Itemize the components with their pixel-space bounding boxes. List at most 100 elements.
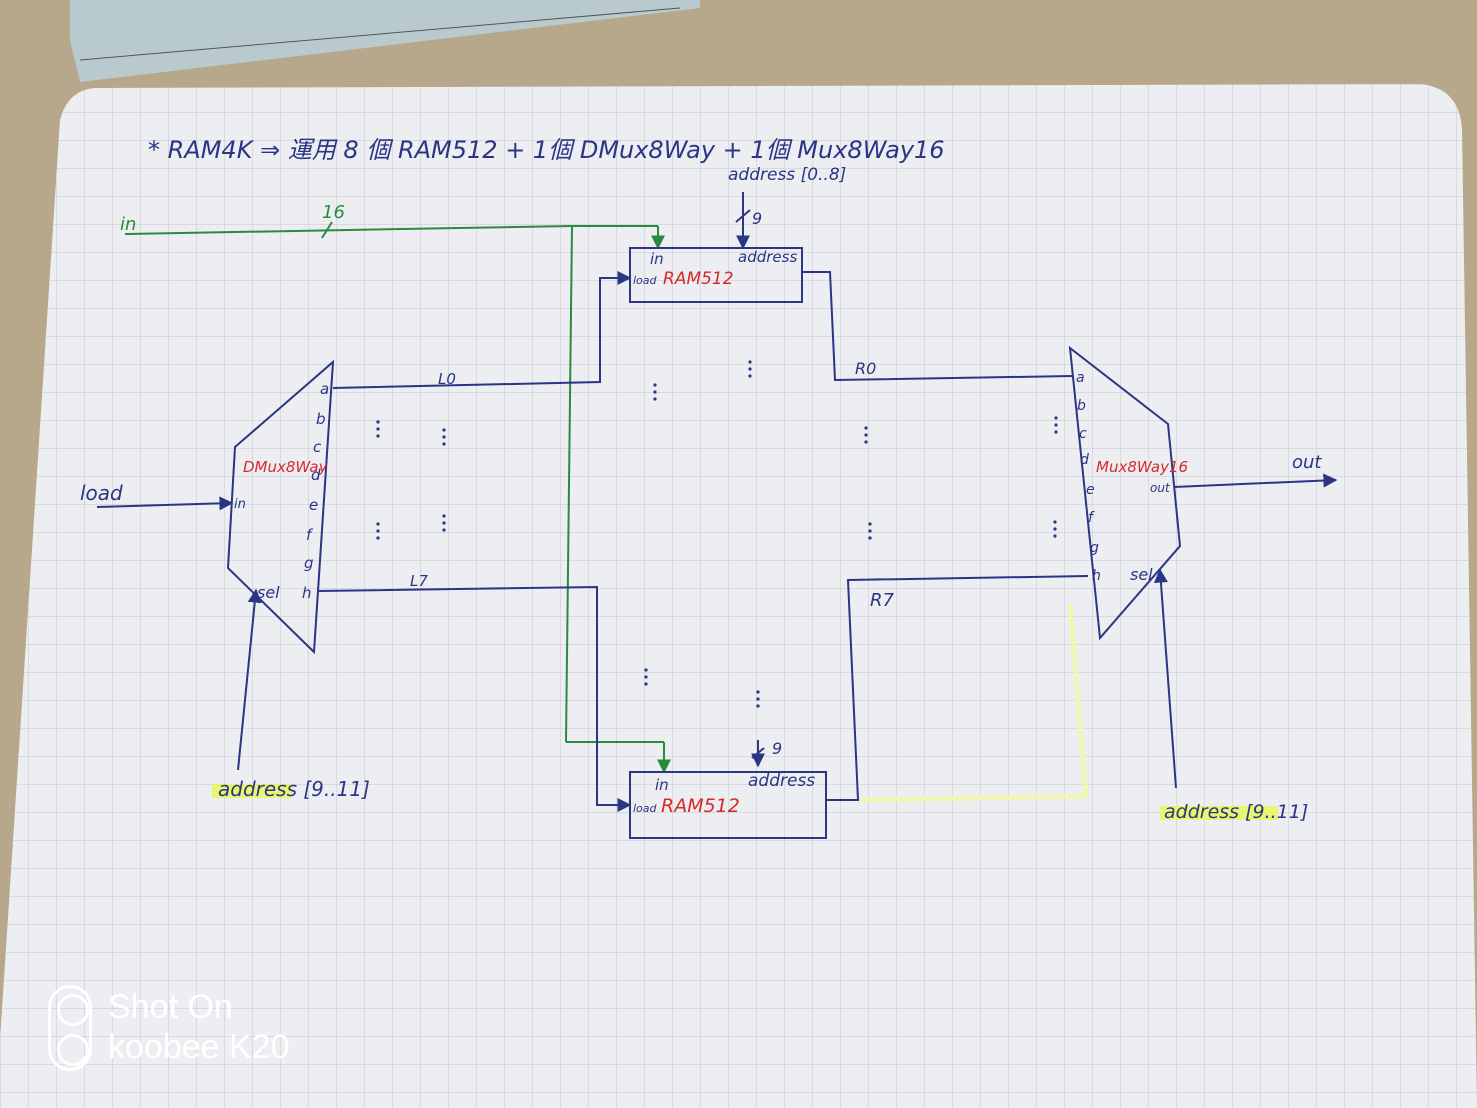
- camera-watermark: Shot On koobee K20: [48, 985, 328, 1075]
- in-label: in: [120, 214, 136, 235]
- ellipsis-dot: [864, 426, 868, 430]
- mux-out: out: [1150, 481, 1171, 495]
- wires-left: L0 L7: [317, 271, 632, 812]
- dmux-name: DMux8Way: [243, 458, 329, 476]
- out-output: out: [1173, 452, 1338, 488]
- ellipsis-dot: [653, 390, 657, 394]
- ellipsis-dot: [376, 427, 380, 431]
- ellipsis-dot: [756, 697, 760, 701]
- ram512-top: in address load RAM512: [629, 247, 803, 303]
- address-sel-left-label: address [9..11]: [218, 777, 370, 801]
- address-sel-right: address [9..11]: [1153, 568, 1308, 823]
- ram-bottom-in: in: [655, 776, 669, 794]
- ellipsis-dot: [442, 521, 446, 525]
- dmux-port-e: e: [309, 496, 318, 514]
- ellipsis-dot: [376, 529, 380, 533]
- mux-port-e: e: [1086, 482, 1095, 498]
- dmux-port-g: g: [304, 554, 314, 572]
- ellipsis-dot: [1053, 534, 1057, 538]
- mux-sel: sel: [1130, 565, 1153, 584]
- ellipsis-dot: [376, 420, 380, 424]
- in-bus: in 16: [120, 202, 671, 774]
- ram-top-address: address: [738, 248, 797, 266]
- ellipsis-dot: [868, 529, 872, 533]
- ellipsis-dot: [756, 690, 760, 694]
- address-sel-left: address [9..11]: [212, 588, 370, 801]
- ellipsis-dot: [653, 383, 657, 387]
- ram-bottom-address: address: [748, 771, 815, 791]
- ellipsis-dot: [1053, 520, 1057, 524]
- ram-bottom-name: RAM512: [661, 795, 740, 817]
- ellipsis-dot: [376, 536, 380, 540]
- dmux-in: in: [234, 497, 246, 512]
- bus-width-label: 16: [322, 202, 345, 223]
- ellipsis-dot: [868, 536, 872, 540]
- dmux-port-c: c: [313, 438, 322, 456]
- dmux-port-b: b: [316, 410, 326, 428]
- ellipsis-dot: [442, 528, 446, 532]
- ellipsis-dot: [442, 435, 446, 439]
- mux-port-c: c: [1079, 426, 1087, 442]
- dmux-port-f: f: [306, 526, 314, 544]
- dmux-sel: sel: [257, 583, 280, 602]
- mux-port-f: f: [1088, 510, 1095, 526]
- address-width-label-bottom: 9: [772, 739, 782, 758]
- ellipsis-dot: [748, 367, 752, 371]
- wire-r7-label: R7: [870, 590, 895, 611]
- ellipsis-dot: [748, 374, 752, 378]
- mux-port-d: d: [1080, 452, 1089, 468]
- address-width-label-top: 9: [752, 209, 762, 228]
- ram-bottom-load: load: [633, 802, 658, 815]
- ellipsis-dot: [864, 440, 868, 444]
- load-label: load: [80, 481, 123, 505]
- ellipsis-dot: [376, 434, 380, 438]
- ram512-bottom: in address load RAM512 9: [629, 739, 827, 839]
- ellipsis-dot: [442, 428, 446, 432]
- ellipsis-dot: [376, 522, 380, 526]
- wire-l7-label: L7: [410, 572, 428, 590]
- mux8way16: Mux8Way16 out sel a b c d e f g h: [1068, 345, 1188, 641]
- mux-name: Mux8Way16: [1096, 458, 1188, 476]
- wires-right: R0 R7: [802, 271, 1089, 803]
- ellipsis-dot: [1054, 430, 1058, 434]
- ellipsis-dot: [653, 397, 657, 401]
- ellipsis-dot: [442, 442, 446, 446]
- ellipsis-dot: [748, 360, 752, 364]
- dmux-port-a: a: [320, 380, 329, 398]
- ellipsis-dot: [644, 682, 648, 686]
- ram-top-load: load: [633, 274, 658, 287]
- ellipsis-dot: [864, 433, 868, 437]
- address-top: address [0..8] 9: [728, 165, 846, 250]
- mux-port-b: b: [1077, 398, 1086, 414]
- ellipsis-dot: [1053, 527, 1057, 531]
- dmux8way-body: [226, 359, 335, 655]
- ruler: [70, 0, 700, 82]
- dmux-port-h: h: [302, 584, 312, 602]
- dmux-port-d: d: [311, 466, 321, 484]
- ellipsis-dot: [1054, 416, 1058, 420]
- ellipsis-dot: [644, 668, 648, 672]
- camera-aperture-icon: [48, 985, 92, 1071]
- load-input: load: [80, 481, 234, 511]
- ellipsis-dot: [868, 522, 872, 526]
- ellipsis-dot: [442, 514, 446, 518]
- watermark-line2: koobee K20: [108, 1028, 290, 1066]
- ellipsis-dot: [756, 704, 760, 708]
- dmux8way: DMux8Way in sel a b c d e f g h: [226, 359, 335, 655]
- watermark-line1: Shot On: [108, 988, 233, 1026]
- ellipsis-dot: [644, 675, 648, 679]
- mux-port-g: g: [1090, 540, 1099, 556]
- ellipsis-dot: [1054, 423, 1058, 427]
- ram-top-in: in: [650, 250, 664, 268]
- ellipsis-dots: [376, 360, 1058, 708]
- mux-port-h: h: [1092, 568, 1101, 584]
- wire-r0-label: R0: [855, 359, 876, 378]
- address-top-label: address [0..8]: [728, 165, 846, 185]
- wire-l0-label: L0: [438, 370, 456, 388]
- address-sel-right-label: address [9..11]: [1164, 801, 1308, 823]
- ram-top-name: RAM512: [663, 269, 734, 289]
- mux8way16-body: [1068, 345, 1182, 641]
- out-label: out: [1292, 452, 1322, 473]
- mux-port-a: a: [1076, 370, 1085, 386]
